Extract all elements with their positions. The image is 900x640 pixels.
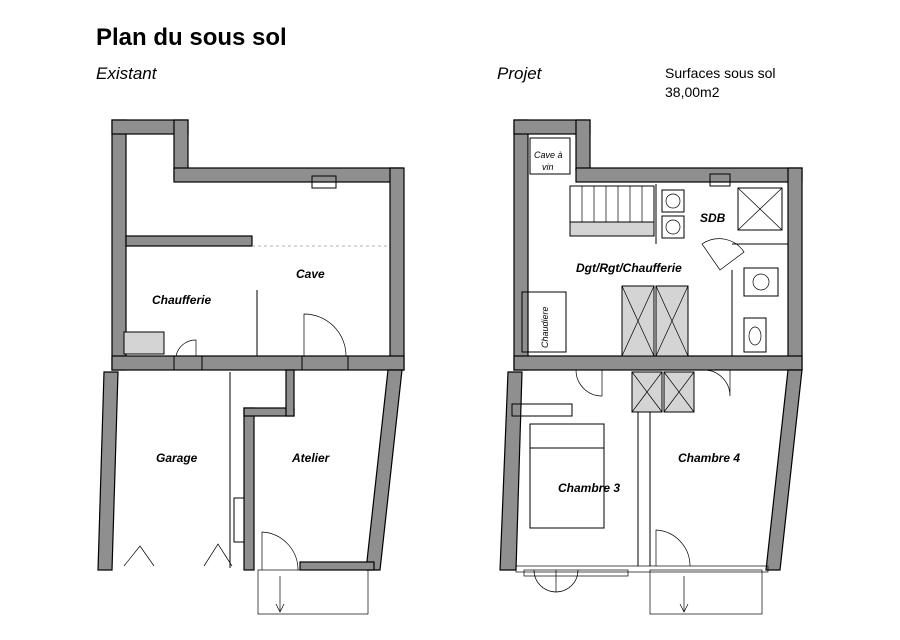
room-label-chaufferie: Chaufferie xyxy=(152,293,211,307)
room-label-garage: Garage xyxy=(156,451,198,465)
projet-walls xyxy=(499,119,803,571)
surface-value: 38,00m2 xyxy=(665,84,720,100)
existant-details xyxy=(123,175,390,615)
surface-label: Surfaces sous sol xyxy=(665,65,776,81)
room-label-chambre4: Chambre 4 xyxy=(678,451,740,465)
room-label-chaudiere: Chaudiere xyxy=(540,306,550,348)
plan-projet: Cave à vin SDB Dgt/Rgt/Chaufferie Chaudi… xyxy=(499,119,803,615)
plan-existant: Cave Chaufferie Garage Atelier xyxy=(97,119,405,615)
room-label-cave-vin-2: vin xyxy=(542,162,554,172)
existant-label: Existant xyxy=(96,64,157,83)
page-title: Plan du sous sol xyxy=(96,24,287,51)
room-label-cave-vin-1: Cave à xyxy=(534,150,563,160)
existant-walls xyxy=(97,119,405,571)
room-label-chambre3: Chambre 3 xyxy=(558,481,620,495)
room-label-atelier: Atelier xyxy=(291,451,331,465)
projet-label: Projet xyxy=(497,64,542,83)
room-label-sdb: SDB xyxy=(700,211,726,225)
projet-details xyxy=(511,137,788,615)
surface-info: Surfaces sous sol 38,00m2 xyxy=(665,64,776,102)
room-label-cave: Cave xyxy=(296,267,325,281)
room-label-dgt: Dgt/Rgt/Chaufferie xyxy=(576,261,682,275)
